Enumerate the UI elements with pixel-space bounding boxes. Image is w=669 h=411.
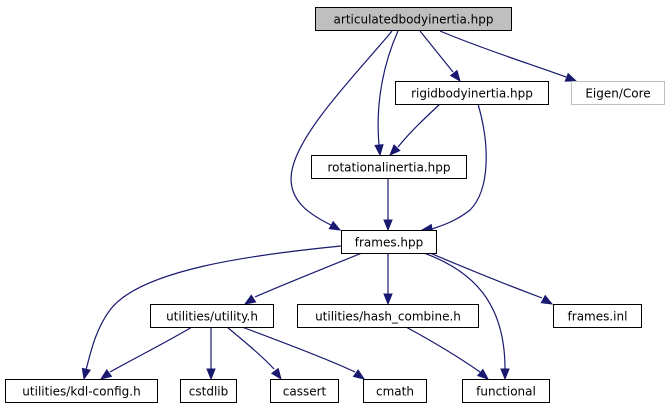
edge-hashcombine-to-functional bbox=[405, 326, 490, 380]
arrowhead bbox=[389, 144, 401, 156]
edge-articulatedbodyinertia-to-frames bbox=[290, 30, 393, 231]
edge-line bbox=[429, 252, 543, 299]
edge-utility-to-kdlconfig bbox=[99, 326, 193, 380]
edge-line bbox=[109, 326, 193, 373]
edge-articulatedbodyinertia-to-rigidbodyinertia bbox=[419, 30, 461, 83]
arrowhead bbox=[476, 368, 490, 380]
edge-frames-to-kdlconfig bbox=[81, 245, 342, 381]
node-box bbox=[315, 7, 512, 31]
node-label: cmath bbox=[376, 385, 414, 399]
node-box bbox=[297, 304, 479, 328]
arrowhead bbox=[243, 294, 257, 305]
arrowhead bbox=[500, 368, 510, 381]
node-utility[interactable]: utilities/utility.h bbox=[150, 304, 274, 328]
edge-line bbox=[254, 252, 363, 298]
node-box bbox=[341, 230, 437, 254]
node-functional[interactable]: functional bbox=[462, 379, 550, 403]
node-frames[interactable]: frames.hpp bbox=[341, 230, 437, 254]
edge-line bbox=[419, 30, 454, 73]
node-label: functional bbox=[476, 385, 536, 399]
arrowhead bbox=[564, 72, 578, 82]
node-rigidbodyinertia[interactable]: rigidbodyinertia.hpp bbox=[395, 81, 549, 105]
arrowhead bbox=[540, 294, 554, 305]
node-eigencore: Eigen/Core bbox=[571, 81, 665, 105]
edge-line bbox=[290, 30, 393, 227]
arrowhead bbox=[81, 367, 91, 381]
node-box bbox=[5, 379, 158, 403]
node-label: articulatedbodyinertia.hpp bbox=[334, 13, 494, 27]
edge-frames-to-functional bbox=[423, 252, 510, 381]
node-box bbox=[395, 81, 549, 105]
edge-rotationalinertia-to-frames bbox=[383, 178, 393, 232]
arrowhead bbox=[383, 219, 393, 232]
node-box bbox=[180, 379, 237, 403]
arrowhead bbox=[99, 368, 113, 380]
arrowhead bbox=[206, 368, 216, 381]
edge-frames-to-framesinl bbox=[429, 252, 554, 305]
node-label: cstdlib bbox=[189, 385, 228, 399]
edge-utility-to-cmath bbox=[241, 326, 366, 380]
node-articulatedbodyinertia[interactable]: articulatedbodyinertia.hpp bbox=[315, 7, 512, 31]
arrowhead bbox=[328, 220, 342, 231]
edge-line bbox=[431, 103, 487, 230]
node-label: rigidbodyinertia.hpp bbox=[411, 87, 533, 101]
edge-rigidbodyinertia-to-rotationalinertia bbox=[389, 103, 441, 156]
node-hashcombine[interactable]: utilities/hash_combine.h bbox=[297, 304, 479, 328]
edge-frames-to-utility bbox=[243, 252, 363, 305]
edge-utility-to-cassert bbox=[226, 326, 282, 381]
edge-utility-to-cstdlib bbox=[206, 327, 216, 381]
nodes-layer: articulatedbodyinertia.hpp rigidbodyinert… bbox=[5, 7, 665, 403]
node-cassert[interactable]: cassert bbox=[270, 379, 339, 403]
edge-line bbox=[85, 245, 342, 371]
node-framesinl[interactable]: frames.inl bbox=[553, 304, 642, 328]
node-box bbox=[311, 155, 467, 179]
node-label: cassert bbox=[283, 385, 327, 399]
node-label: Eigen/Core bbox=[585, 87, 650, 101]
arrowhead bbox=[383, 293, 393, 306]
node-box bbox=[363, 379, 427, 403]
edge-line bbox=[226, 326, 275, 370]
edge-line bbox=[377, 30, 399, 146]
arrowhead bbox=[374, 144, 384, 157]
node-box bbox=[571, 81, 665, 105]
edges-layer bbox=[81, 30, 578, 381]
node-label: frames.inl bbox=[568, 310, 628, 324]
edge-articulatedbodyinertia-to-eigencore bbox=[439, 30, 578, 82]
node-box bbox=[553, 304, 642, 328]
node-rotationalinertia[interactable]: rotationalinertia.hpp bbox=[311, 155, 467, 179]
edge-line bbox=[405, 326, 481, 373]
edge-frames-to-hashcombine bbox=[383, 253, 393, 306]
edge-articulatedbodyinertia-to-rotationalinertia bbox=[374, 30, 399, 157]
node-cmath[interactable]: cmath bbox=[363, 379, 427, 403]
arrowhead bbox=[352, 369, 366, 380]
node-box bbox=[150, 304, 274, 328]
edge-line bbox=[241, 326, 356, 373]
node-label: utilities/hash_combine.h bbox=[315, 310, 461, 324]
edge-line bbox=[423, 252, 506, 370]
node-label: rotationalinertia.hpp bbox=[327, 161, 450, 175]
node-box bbox=[270, 379, 339, 403]
edge-line bbox=[397, 103, 441, 148]
node-label: frames.hpp bbox=[355, 236, 424, 250]
node-box bbox=[462, 379, 550, 403]
node-label: utilities/utility.h bbox=[166, 310, 258, 324]
node-kdlconfig[interactable]: utilities/kdl-config.h bbox=[5, 379, 158, 403]
node-label: utilities/kdl-config.h bbox=[22, 385, 140, 399]
arrowhead bbox=[449, 69, 461, 83]
node-cstdlib[interactable]: cstdlib bbox=[180, 379, 237, 403]
edge-line bbox=[439, 30, 567, 78]
arrowhead bbox=[270, 367, 282, 381]
